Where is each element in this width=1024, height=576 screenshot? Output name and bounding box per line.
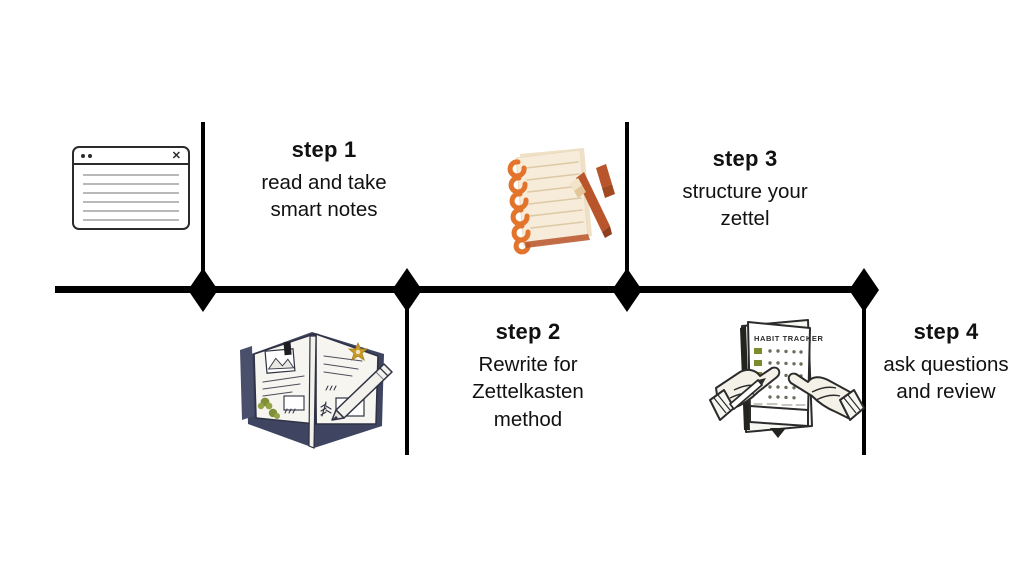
browser-titlebar: ✕ xyxy=(74,148,188,165)
open-journal-illustration xyxy=(232,312,400,452)
timeline-marker-step-1[interactable] xyxy=(188,268,218,312)
step-4-description-line-2: and review xyxy=(896,380,996,404)
step-4-title: step 4 xyxy=(913,319,979,344)
step-1-description-line-2: smart notes xyxy=(270,198,378,222)
leaf-doodle xyxy=(257,397,280,419)
step-2-description-line-1: Rewrite for xyxy=(478,353,578,377)
journal-left-page xyxy=(253,333,317,425)
step-1-description-line-1: read and take xyxy=(261,171,387,195)
caption-step-3: step 3 structure your zettel xyxy=(636,145,854,233)
timeline-marker-step-4[interactable] xyxy=(849,268,879,312)
spiral-notepad-illustration xyxy=(498,140,624,255)
star-doodle xyxy=(347,341,369,361)
step-3-description-line-1: structure your xyxy=(682,180,808,204)
spiral-rings xyxy=(507,159,531,255)
hands-habit-tracker-illustration: HABIT TRACKER xyxy=(700,308,866,443)
step-4-description-line-1: ask questions xyxy=(883,353,1009,377)
right-hand xyxy=(787,372,865,421)
step-3-title: step 3 xyxy=(712,146,778,171)
pen-icon xyxy=(570,172,612,238)
browser-frame: ✕ xyxy=(72,146,190,230)
step-1-title: step 1 xyxy=(291,137,357,162)
connector-stem-step-3 xyxy=(625,122,629,274)
step-2-description-line-3: method xyxy=(493,407,563,431)
text-line xyxy=(83,192,179,194)
text-line xyxy=(83,183,179,185)
habit-tracker-title: HABIT TRACKER xyxy=(754,334,823,343)
timeline-marker-step-3[interactable] xyxy=(612,268,642,312)
pen-cap-icon xyxy=(596,164,615,198)
window-dot-icon xyxy=(88,154,92,158)
pencil-icon xyxy=(331,363,393,421)
text-line xyxy=(83,219,179,221)
text-line xyxy=(83,201,179,203)
step-2-title: step 2 xyxy=(495,319,561,344)
caption-step-4: step 4 ask questions and review xyxy=(860,318,1024,406)
sprig-doodle xyxy=(320,401,332,417)
habit-tracker-sheet: HABIT TRACKER xyxy=(747,321,823,415)
browser-text-lines xyxy=(83,174,179,228)
close-icon[interactable]: ✕ xyxy=(171,150,181,162)
left-hand xyxy=(709,366,781,421)
timeline-axis xyxy=(55,286,865,293)
connector-stem-step-4 xyxy=(862,305,866,455)
step-2-description-line-2: Zettelkasten xyxy=(472,380,584,404)
browser-window-icon: ✕ xyxy=(72,146,190,230)
step-3-description-line-2: zettel xyxy=(720,207,770,231)
text-line xyxy=(83,210,179,212)
text-line xyxy=(83,174,179,176)
caption-step-1: step 1 read and take smart notes xyxy=(213,136,435,224)
connector-stem-step-2 xyxy=(405,305,409,455)
connector-stem-step-1 xyxy=(201,122,205,274)
window-dot-icon xyxy=(81,154,85,158)
notepad-rule-lines xyxy=(525,161,584,229)
caption-step-2: step 2 Rewrite for Zettelkasten method xyxy=(416,318,640,433)
timeline-marker-step-2[interactable] xyxy=(392,268,422,312)
